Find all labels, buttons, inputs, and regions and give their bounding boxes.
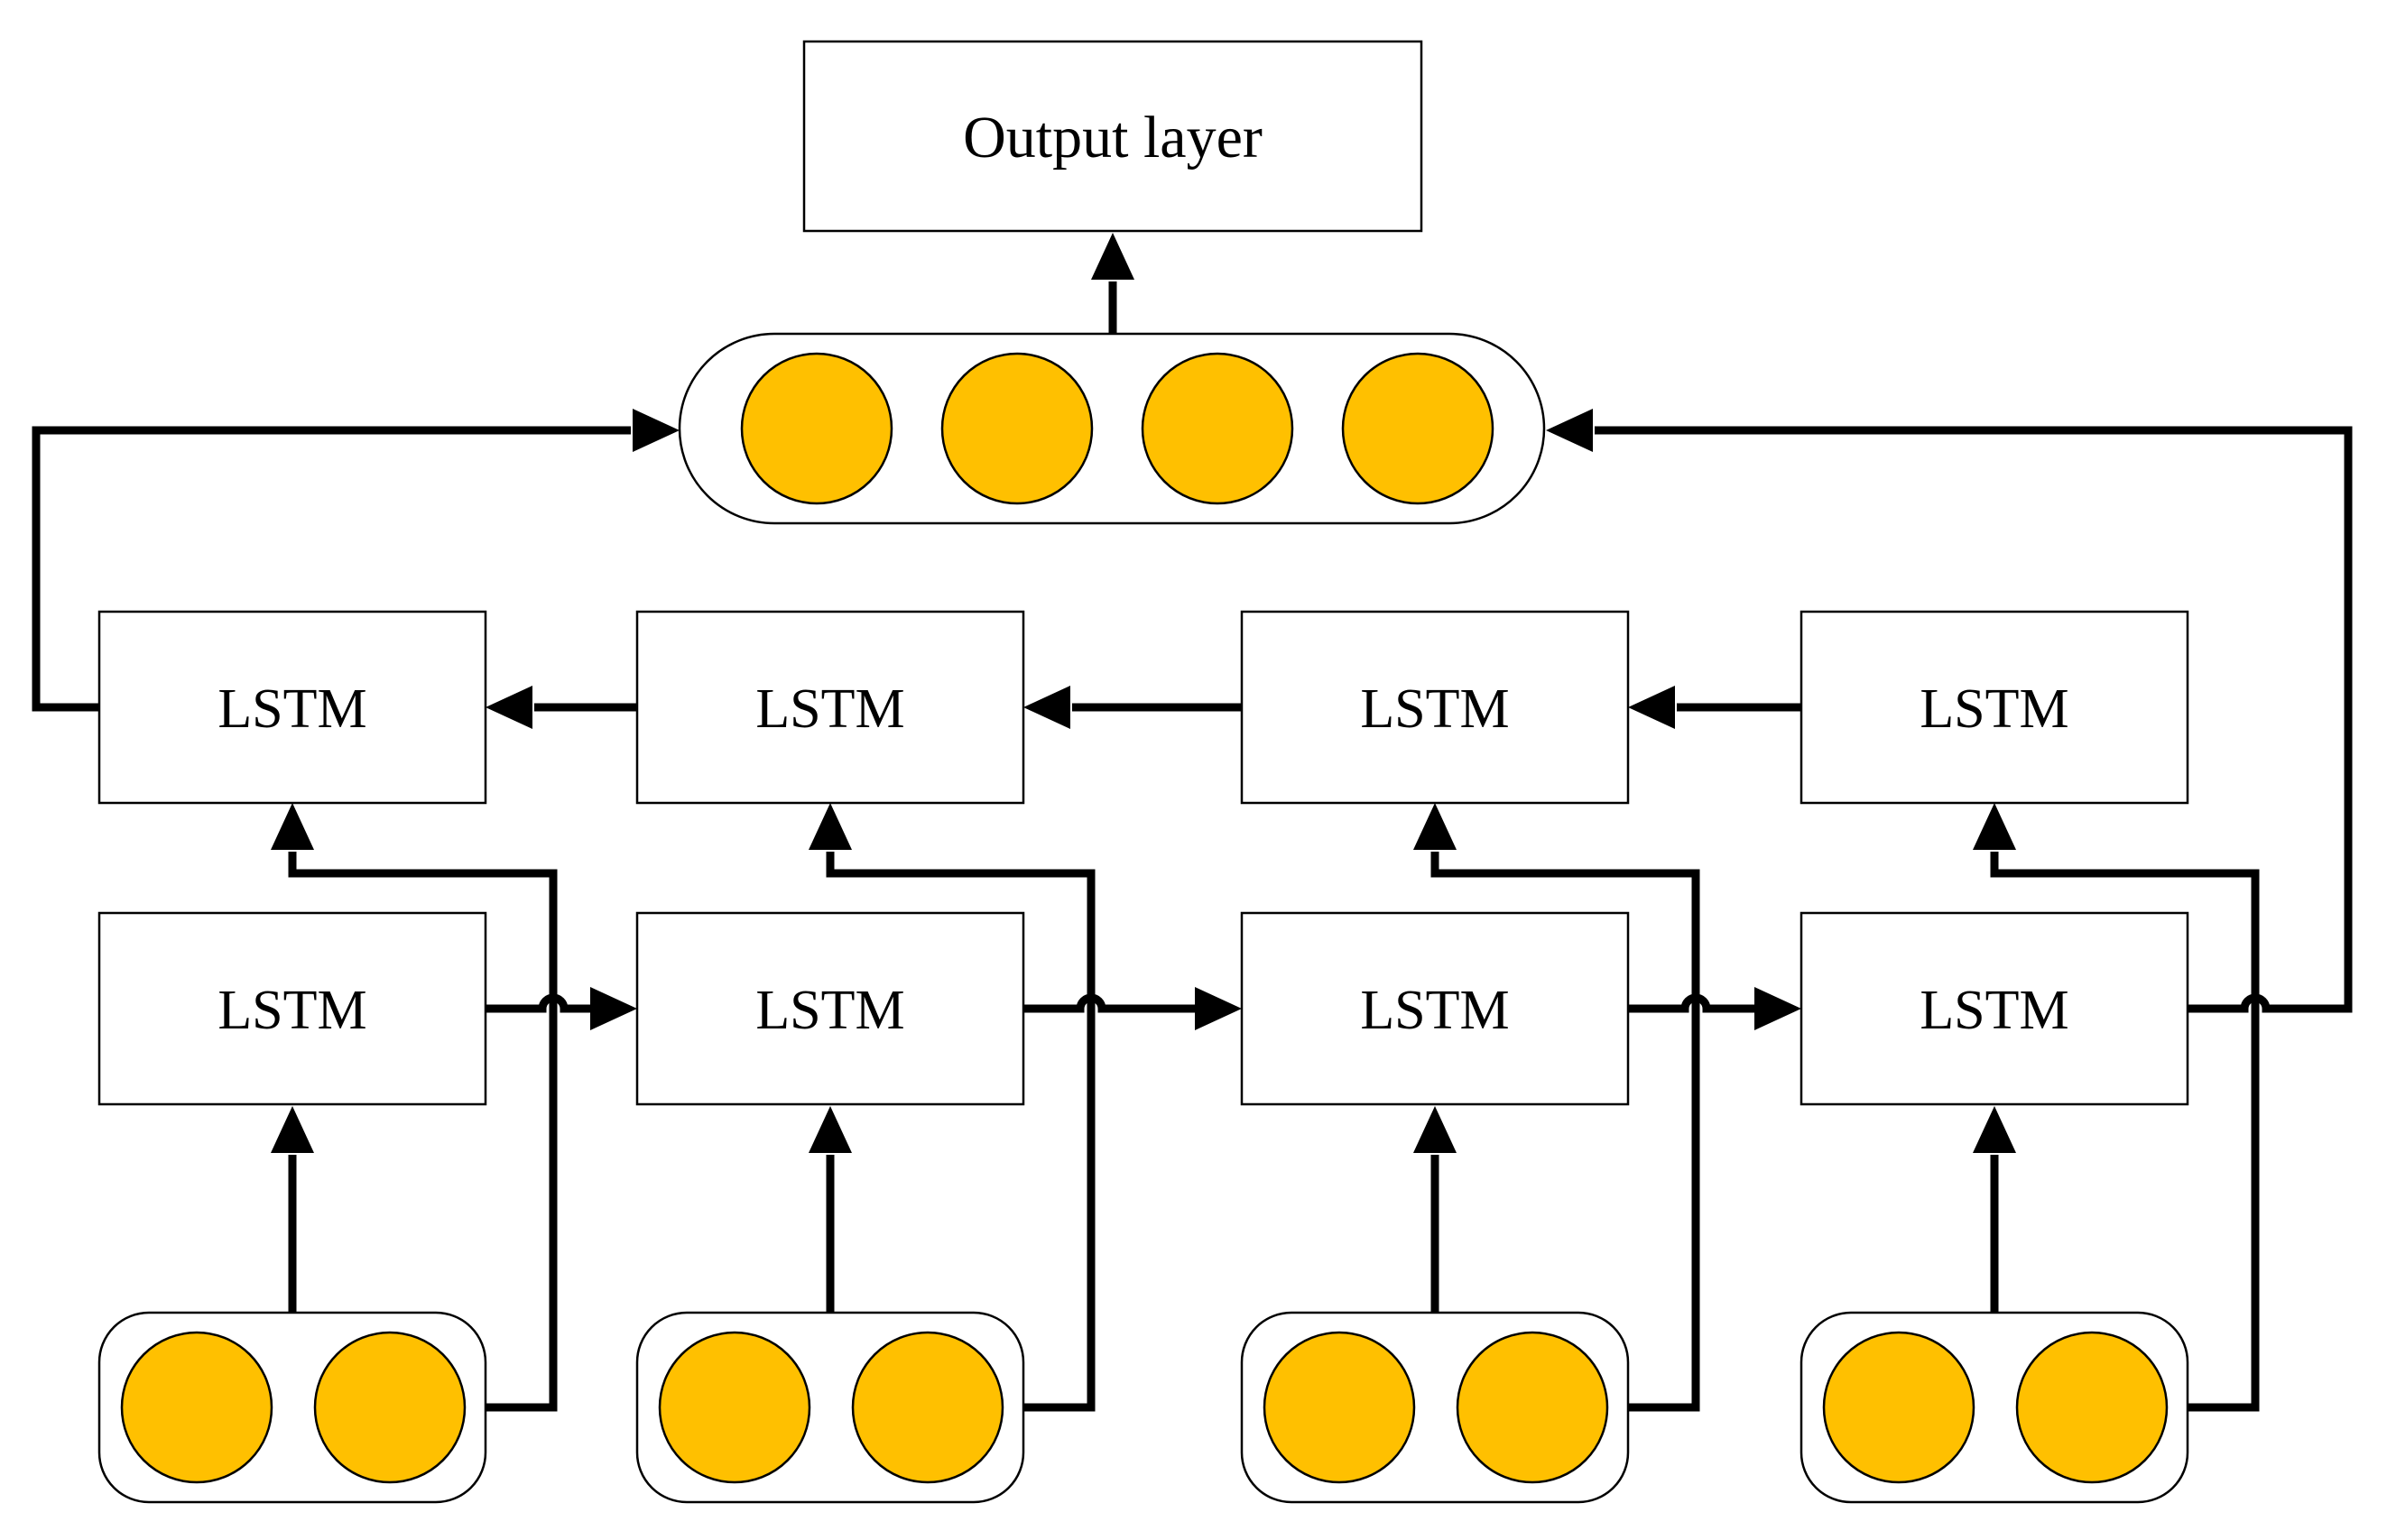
hidden-unit-circle-2	[940, 352, 1094, 505]
input1-to-backward1-connector	[288, 852, 558, 1412]
backward-lstm-box-2	[635, 610, 1025, 805]
input-unit-circle-4b	[2015, 1331, 2169, 1484]
input-unit-circle-3b	[1456, 1331, 1609, 1484]
arrowhead-up-into-backward2	[809, 803, 852, 850]
output-layer-label: Output layer	[963, 105, 1263, 171]
output-layer-box	[802, 40, 1423, 233]
arrowhead-right-into-forward2	[590, 987, 637, 1030]
forward-lstm-label-3: LSTM	[1360, 980, 1509, 1041]
backward-lstm-box-4	[1800, 610, 2189, 805]
forward-lstm-label-1: LSTM	[217, 980, 366, 1041]
arrowhead-up-into-forward3	[1413, 1106, 1457, 1153]
arrowhead-right-into-merged-pill	[633, 409, 680, 452]
arrowhead-left-into-backward1	[486, 686, 532, 729]
backward-lstm-label-4: LSTM	[1920, 678, 2068, 740]
forward-lstm-label-4: LSTM	[1920, 980, 2068, 1041]
backward-lstm-label-1: LSTM	[217, 678, 366, 740]
input-unit-circle-2a	[658, 1331, 811, 1484]
arrowhead-left-into-backward3	[1628, 686, 1675, 729]
input3-to-backward3-connector	[1430, 852, 1700, 1412]
arrowhead-left-into-merged-pill	[1546, 409, 1593, 452]
forward4-to-merged-pill-connector	[1595, 426, 2353, 1013]
arrowhead-right-into-forward4	[1754, 987, 1801, 1030]
input-unit-circle-1b	[313, 1331, 467, 1484]
input-unit-circle-4a	[1822, 1331, 1975, 1484]
backward1-to-merged-pill-connector	[32, 426, 631, 712]
forward-lstm-box-2	[635, 911, 1025, 1106]
forward1-to-forward2-connector	[486, 993, 592, 1013]
forward-lstm-label-2: LSTM	[755, 980, 904, 1041]
backward-lstm-label-3: LSTM	[1360, 678, 1509, 740]
hidden-unit-circle-4	[1341, 352, 1494, 505]
backward-lstm-label-2: LSTM	[755, 678, 904, 740]
arrowhead-up-into-backward1	[271, 803, 314, 850]
arrowhead-left-into-backward2	[1023, 686, 1070, 729]
arrowhead-up-into-forward1	[271, 1106, 314, 1153]
backward-lstm-box-3	[1240, 610, 1630, 805]
forward3-to-forward4-connector	[1628, 993, 1756, 1013]
arrowhead-up-into-forward2	[809, 1106, 852, 1153]
arrowhead-right-into-forward3	[1195, 987, 1242, 1030]
forward2-to-forward3-connector	[1023, 993, 1197, 1013]
hidden-unit-circle-1	[740, 352, 893, 505]
forward-lstm-box-3	[1240, 911, 1630, 1106]
backward-lstm-box-1	[97, 610, 487, 805]
merged-hidden-state-pill	[678, 332, 1546, 525]
hidden-unit-circle-3	[1141, 352, 1294, 505]
forward-lstm-box-4	[1800, 911, 2189, 1106]
arrowhead-up-into-forward4	[1973, 1106, 2016, 1153]
arrowhead-up-into-backward4	[1973, 803, 2016, 850]
input-unit-circle-2b	[851, 1331, 1004, 1484]
input-unit-circle-3a	[1263, 1331, 1416, 1484]
forward-lstm-box-1	[97, 911, 487, 1106]
arrowhead-up-into-backward3	[1413, 803, 1457, 850]
arrowhead-up-into-output	[1091, 233, 1134, 280]
input2-to-backward2-connector	[826, 852, 1096, 1412]
input4-to-backward4-connector	[1990, 852, 2260, 1412]
input-unit-circle-1a	[120, 1331, 273, 1484]
